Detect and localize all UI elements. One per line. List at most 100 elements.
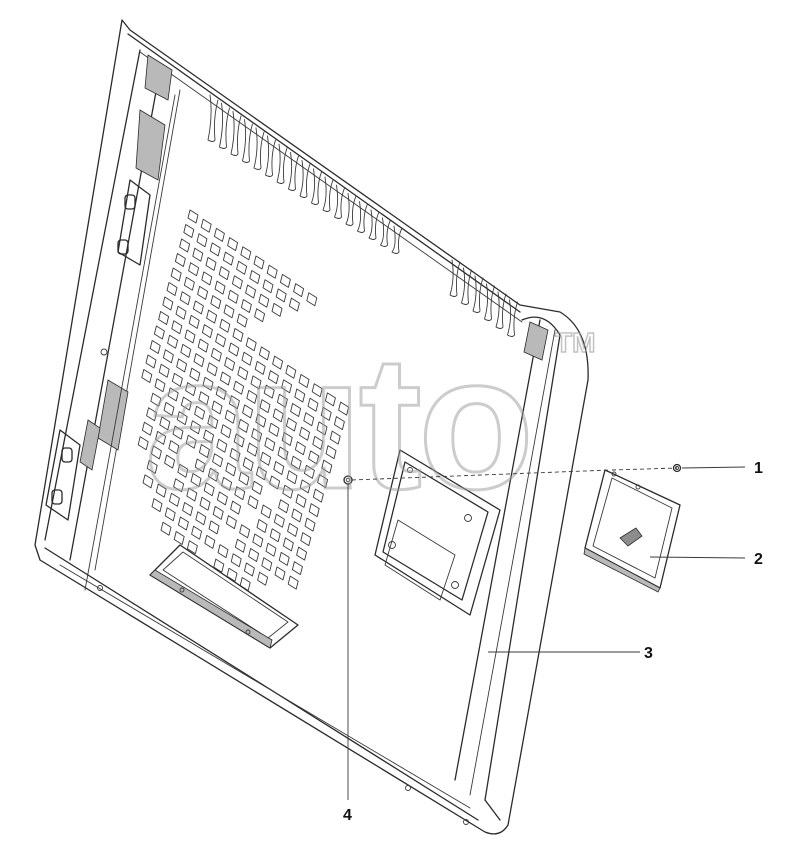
vent-hole — [276, 393, 288, 408]
vent-hole — [333, 416, 345, 431]
vent-hole — [158, 363, 170, 378]
vent-hole — [256, 519, 268, 533]
vent-hole — [240, 246, 252, 261]
vent-hole — [205, 256, 217, 271]
vent-hole — [324, 392, 336, 407]
vent-hole — [163, 401, 175, 416]
vent-hole — [155, 483, 167, 498]
vent-hole — [177, 516, 189, 531]
vent-hole — [204, 534, 216, 549]
callout-2: 2 — [754, 551, 763, 568]
vent-hole — [320, 406, 332, 421]
vent-hole — [219, 318, 231, 333]
hinge-upper — [117, 179, 151, 266]
vent-hole — [198, 391, 210, 406]
vent-hole — [188, 314, 200, 329]
vent-hole — [212, 505, 224, 520]
vent-hole — [308, 450, 320, 465]
vent-hole — [303, 464, 315, 479]
vent-hole — [183, 276, 195, 291]
vent-hole — [258, 293, 270, 308]
louver-slot — [368, 209, 380, 240]
hinge-lower — [45, 429, 81, 521]
vent-hole — [255, 466, 267, 481]
vent-hole — [229, 447, 241, 462]
vent-hole — [293, 283, 305, 298]
callouts: 1 2 3 4 — [343, 460, 763, 824]
vent-hole — [207, 467, 219, 482]
vent-hole — [260, 451, 272, 466]
vent-hole — [231, 275, 243, 290]
handle-recess — [149, 544, 299, 649]
vent-hole — [230, 553, 242, 568]
vent-hole — [146, 407, 158, 422]
vent-hole — [224, 357, 236, 371]
louver-slot — [391, 225, 403, 254]
louver-slot — [253, 127, 265, 170]
vent-hole — [308, 503, 320, 518]
vent-hole — [206, 362, 218, 377]
vent-hole — [154, 378, 166, 393]
louver-slot — [380, 217, 391, 247]
vent-hole — [208, 520, 220, 535]
louver-slot — [265, 135, 276, 177]
vent-hole — [150, 392, 162, 407]
vent-hole — [265, 542, 277, 557]
vent-hole — [214, 280, 226, 295]
vent-hole — [306, 292, 318, 307]
vent-hole — [288, 297, 300, 312]
louver-slot — [484, 283, 495, 321]
vent-hole — [237, 418, 249, 433]
vent-hole — [311, 383, 323, 398]
vent-hole — [291, 561, 303, 576]
vent-hole — [159, 416, 171, 431]
louver-slot — [276, 143, 288, 184]
vent-hole — [274, 566, 286, 581]
vent-hole — [184, 329, 196, 344]
vent-hole — [258, 346, 270, 361]
vent-hole — [278, 551, 290, 566]
vent-hole — [218, 266, 230, 281]
vent-hole — [167, 387, 179, 402]
vent-hole — [173, 531, 185, 545]
vent-hole — [232, 328, 244, 342]
vent-hole — [200, 218, 212, 233]
vent-hole — [195, 511, 207, 526]
vent-hole — [240, 299, 252, 313]
main-panel — [34, 19, 589, 835]
vent-hole — [230, 500, 242, 515]
vent-hole — [279, 273, 291, 288]
vent-hole — [180, 396, 192, 411]
vent-hole — [316, 421, 328, 436]
vent-hole — [278, 499, 290, 514]
vent-hole — [185, 434, 197, 449]
vent-hole — [222, 251, 234, 266]
vent-hole — [146, 459, 158, 474]
vent-hole — [257, 571, 269, 586]
vent-hole — [177, 463, 189, 478]
vent-hole — [219, 371, 231, 386]
watermark: auto TM — [144, 316, 597, 531]
vent-hole — [290, 403, 302, 417]
vent-hole — [271, 302, 283, 317]
vent-hole — [285, 417, 297, 432]
vent-hole — [233, 380, 245, 395]
vent-hole — [213, 558, 225, 573]
callout-3: 3 — [644, 645, 653, 662]
vent-hole — [176, 358, 188, 373]
vent-hole — [168, 440, 180, 455]
vent-hole — [299, 479, 311, 494]
vent-hole — [286, 470, 298, 485]
vent-hole — [189, 367, 201, 382]
vent-hole — [312, 488, 324, 503]
louver-slot — [299, 160, 311, 198]
vent-hole — [300, 532, 312, 547]
vent-hole — [239, 524, 251, 539]
vent-hole — [211, 400, 223, 415]
vent-hole — [203, 482, 215, 497]
vent-hole — [137, 436, 149, 451]
vent-hole — [142, 474, 154, 489]
vent-hole — [259, 399, 271, 414]
vent-hole — [155, 430, 167, 445]
